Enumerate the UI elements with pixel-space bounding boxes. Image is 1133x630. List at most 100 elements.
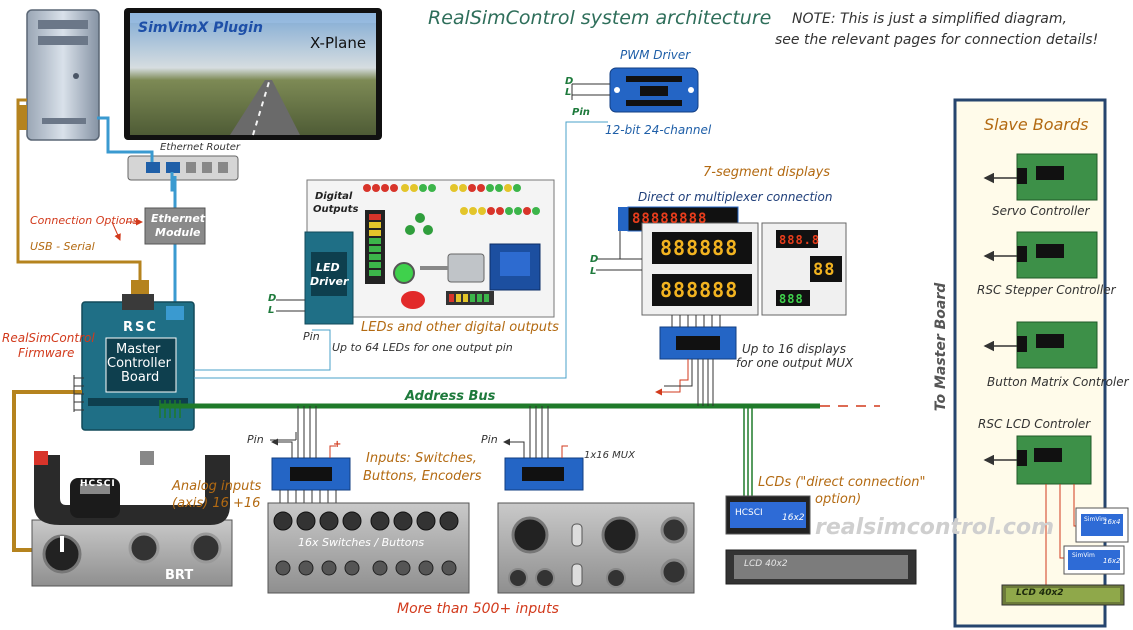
pwm-subtitle: 12-bit 24-channel bbox=[605, 123, 712, 137]
seg-caption-line1: Up to 16 displays bbox=[742, 342, 847, 356]
slave-item-stepper: RSC Stepper Controller bbox=[977, 283, 1116, 297]
inputs1-pin: Pin bbox=[247, 433, 264, 446]
lcd-slave-icon bbox=[1001, 584, 1125, 606]
yoke-label: HCSCI bbox=[80, 479, 116, 489]
seg-title: 7-segment displays bbox=[703, 165, 831, 180]
master-board-icon bbox=[81, 294, 195, 431]
seg-row2-digits: 888888 bbox=[660, 278, 739, 302]
ethernet-module-icon bbox=[144, 207, 206, 245]
solenoid-icon bbox=[420, 253, 485, 283]
pwm-pin: Pin bbox=[572, 107, 590, 118]
led-pin: Pin bbox=[303, 330, 320, 343]
seg-pin-l: L bbox=[590, 266, 597, 277]
lcd-small1-right: 16x4 bbox=[1103, 518, 1121, 526]
ethernet-router-icon bbox=[127, 155, 239, 181]
lcd-small1-left: SimVim bbox=[1084, 516, 1107, 523]
pwm-driver-icon bbox=[609, 67, 699, 113]
relay-icon bbox=[489, 243, 541, 291]
lcd-small2-right: 16x2 bbox=[1103, 557, 1121, 565]
stepper-board-icon bbox=[983, 231, 1098, 279]
knob-icon bbox=[42, 532, 222, 574]
inputs1-plus: + bbox=[333, 439, 342, 450]
green-indicator-icon bbox=[393, 262, 415, 284]
switch-buttons-icon bbox=[273, 511, 459, 531]
lcd-hcsci-right: 16x2 bbox=[782, 513, 805, 523]
leds-subcaption: Up to 64 LEDs for one output pin bbox=[332, 341, 513, 354]
pc-tower-icon bbox=[26, 9, 100, 141]
router-label: Ethernet Router bbox=[160, 142, 241, 153]
slave-title: Slave Boards bbox=[984, 115, 1089, 134]
seg-pin-d: D bbox=[590, 254, 599, 265]
pwm-title: PWM Driver bbox=[620, 48, 691, 62]
seg-subtitle: Direct or multiplexer connection bbox=[638, 190, 833, 204]
brt-label: BRT bbox=[165, 568, 194, 583]
led-row-mid bbox=[460, 207, 540, 215]
firmware-line2: Firmware bbox=[18, 346, 75, 360]
note-line2: see the relevant pages for connection de… bbox=[775, 32, 1099, 48]
inputs-caption-line1: Inputs: Switches, bbox=[366, 451, 477, 466]
slave-item-button-matrix: Button Matrix Controler bbox=[987, 375, 1129, 389]
green-leds-icon bbox=[405, 213, 433, 235]
lcd-small2-left: SimVim bbox=[1072, 552, 1095, 559]
led-pin-d: D bbox=[268, 293, 277, 304]
watermark: realsimcontrol.com bbox=[815, 515, 1054, 540]
lcd-hcsci-icon bbox=[725, 495, 811, 535]
digital-outputs-line1: Digital bbox=[315, 191, 353, 202]
lcd-slave-text: LCD 40x2 bbox=[1016, 588, 1064, 598]
button-matrix-board-icon bbox=[983, 321, 1098, 369]
slave-item-servo: Servo Controller bbox=[992, 204, 1090, 218]
inputs-caption-line2: Buttons, Encoders bbox=[363, 469, 482, 484]
analog-line1: Analog inputs bbox=[172, 479, 262, 494]
to-master-label: To Master Board bbox=[933, 282, 949, 412]
led-pin-l: L bbox=[268, 305, 275, 316]
led-driver-line1: LED bbox=[316, 261, 340, 274]
ethernet-module-line1: Ethernet bbox=[151, 212, 206, 225]
red-led-icon bbox=[401, 291, 425, 309]
page-title: RealSimControl system architecture bbox=[428, 7, 772, 29]
servo-board-icon bbox=[983, 153, 1098, 201]
seg-small-red: 888.8 bbox=[779, 233, 821, 247]
lcd-hcsci-left: HCSCI bbox=[735, 508, 763, 518]
monitor-icon bbox=[124, 8, 382, 140]
seg-top-digits: 88888888 bbox=[632, 211, 708, 227]
toggle-switches-icon bbox=[275, 560, 457, 576]
master-line1: Master bbox=[116, 342, 161, 357]
seg-small-green: 888 bbox=[779, 292, 804, 306]
ethernet-module-line2: Module bbox=[155, 226, 201, 239]
switches-label: 16x Switches / Buttons bbox=[298, 536, 425, 549]
led-driver-line2: Driver bbox=[310, 275, 349, 288]
digital-outputs-line2: Outputs bbox=[313, 204, 359, 215]
note-line1: NOTE: This is just a simplified diagram, bbox=[792, 11, 1067, 27]
lcd-caption-line1: LCDs ("direct connection" bbox=[758, 475, 926, 490]
firmware-line1: RealSimControl bbox=[2, 331, 95, 345]
mux-label: 1x16 MUX bbox=[584, 450, 635, 461]
more-inputs-label: More than 500+ inputs bbox=[397, 601, 559, 617]
leds-caption: LEDs and other digital outputs bbox=[361, 320, 559, 335]
lcd-caption-line2: option) bbox=[815, 492, 862, 507]
rotary-knobs-icon bbox=[508, 516, 688, 588]
plugin-label: SimVimX Plugin bbox=[138, 20, 263, 36]
led-bar-icon bbox=[446, 291, 494, 305]
lcd-small1-icon bbox=[1075, 507, 1129, 543]
inputs2-pin: Pin bbox=[481, 433, 498, 446]
lcd-40x2-icon bbox=[725, 549, 917, 585]
analog-line2: (axis) 16 +16 bbox=[172, 496, 261, 511]
lcd-small2-icon bbox=[1063, 545, 1125, 575]
seg-caption-line2: for one output MUX bbox=[736, 356, 854, 370]
address-bus-label: Address Bus bbox=[405, 389, 496, 404]
slave-item-lcd: RSC LCD Controler bbox=[978, 417, 1091, 431]
master-line3: Board bbox=[121, 370, 160, 385]
led-bargraph-icon bbox=[365, 210, 385, 284]
connection-options-label: Connection Options bbox=[30, 214, 139, 227]
lcd-big-text: LCD 40x2 bbox=[744, 559, 788, 569]
seg-small-yellow: 88 bbox=[813, 260, 836, 280]
seg-row1-digits: 888888 bbox=[660, 236, 739, 260]
usb-serial-label: USB - Serial bbox=[30, 240, 95, 253]
master-line2: Controller bbox=[107, 356, 171, 371]
master-brand: RSC bbox=[123, 320, 158, 335]
led-row-top bbox=[363, 184, 521, 192]
pwm-pin-l: L bbox=[565, 87, 572, 98]
pwm-pin-d: D bbox=[565, 76, 574, 87]
